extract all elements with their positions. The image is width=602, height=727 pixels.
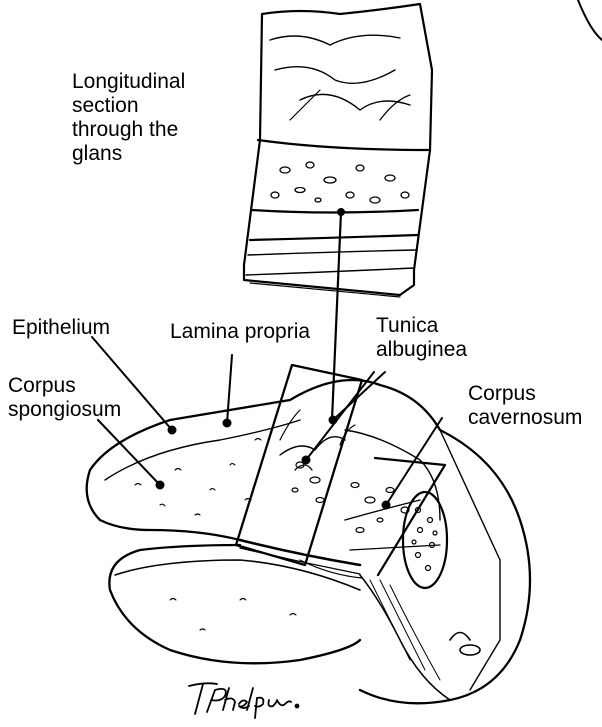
- section-block: [244, 4, 432, 297]
- label-lamina-propria: Lamina propria: [170, 320, 310, 344]
- section-pointer-line: [332, 212, 341, 420]
- label-longitudinal-section: Longitudinal section through the glans: [72, 70, 185, 166]
- leader-lines: [92, 337, 442, 509]
- cavernosum-window: [375, 458, 445, 575]
- label-corpus-spongiosum: Corpus spongiosum: [8, 374, 121, 422]
- label-corpus-cavernosum: Corpus cavernosum: [468, 382, 582, 430]
- label-epithelium: Epithelium: [12, 316, 110, 340]
- glans-body: [87, 380, 530, 703]
- artist-signature: [185, 676, 305, 720]
- label-tunica-albuginea: Tunica albuginea: [376, 314, 467, 362]
- border-arc: [578, 0, 602, 40]
